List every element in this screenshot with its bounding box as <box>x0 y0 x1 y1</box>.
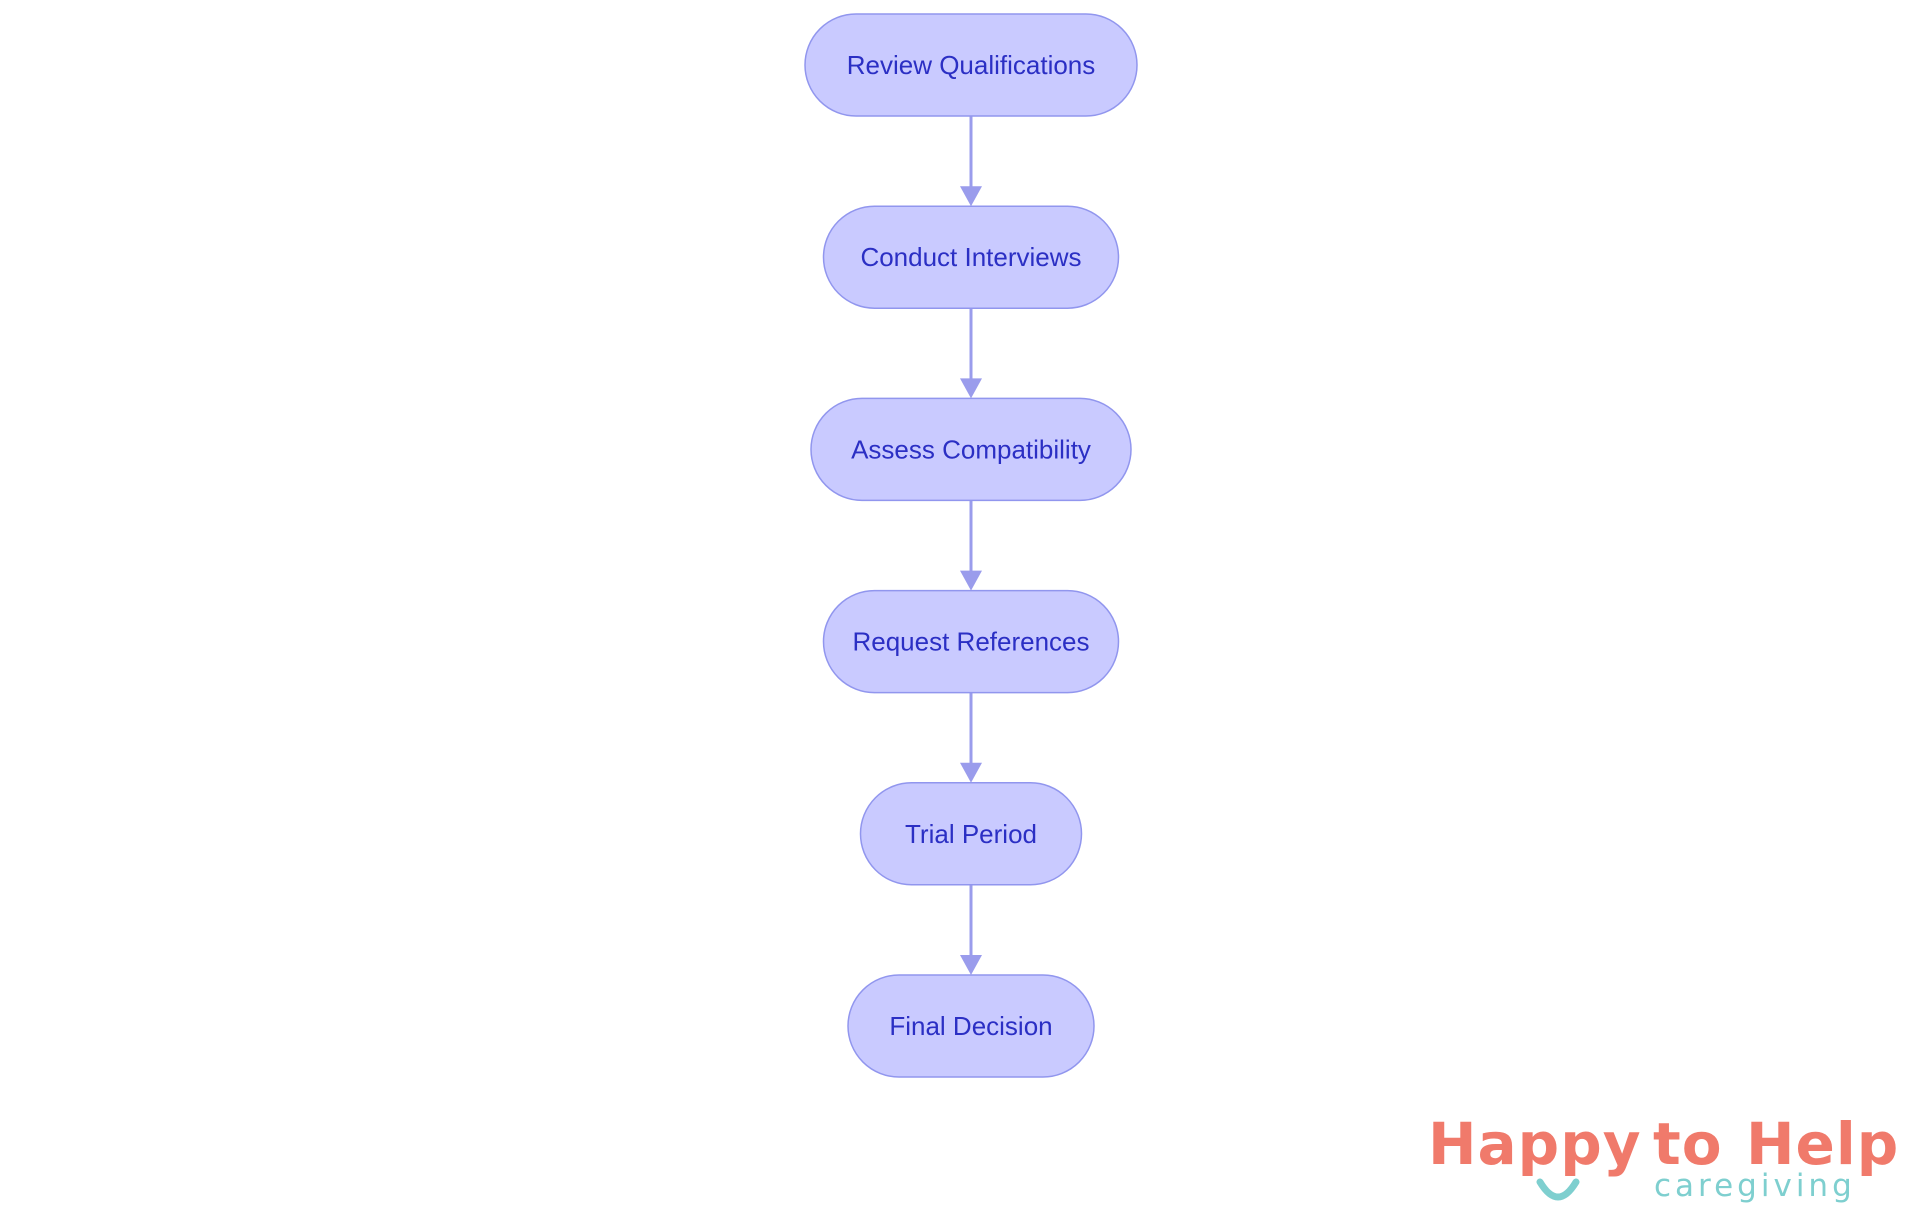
flow-edge-n4-n5 <box>960 692 982 783</box>
flow-node-n2: Conduct Interviews <box>822 205 1120 309</box>
flow-edge-arrowhead <box>960 378 982 399</box>
flow-node-box <box>822 205 1120 309</box>
smile-icon <box>1536 1178 1580 1201</box>
flow-edge-n5-n6 <box>960 884 982 975</box>
logo-subtitle: caregiving <box>1654 1168 1856 1204</box>
flow-edge-arrowhead <box>960 186 982 207</box>
flow-node-box <box>822 589 1120 694</box>
logo-word-to: to <box>1653 1110 1723 1178</box>
flow-node-box <box>847 974 1095 1078</box>
flow-node-label: Final Decision <box>889 1011 1052 1041</box>
flow-edge-n3-n4 <box>960 500 982 591</box>
flow-node-label: Conduct Interviews <box>860 242 1081 272</box>
flow-node-n6: Final Decision <box>847 974 1095 1078</box>
flow-edge-arrowhead <box>960 570 982 591</box>
flow-node-label: Assess Compatibility <box>851 434 1091 464</box>
flow-node-label: Review Qualifications <box>847 50 1096 80</box>
flow-node-label: Request References <box>852 627 1089 657</box>
logo-word-help: Help <box>1746 1110 1900 1178</box>
flow-node-n5: Trial Period <box>859 782 1083 886</box>
flow-node-box <box>804 13 1138 117</box>
flow-node-box <box>810 397 1132 502</box>
flow-node-n4: Request References <box>822 589 1120 694</box>
flow-edge-n2-n3 <box>960 308 982 399</box>
flow-node-n3: Assess Compatibility <box>810 397 1132 502</box>
logo-word-happy: Happy <box>1428 1110 1642 1178</box>
flow-node-box <box>859 782 1083 886</box>
flow-node-label: Trial Period <box>905 819 1037 849</box>
flow-node-n1: Review Qualifications <box>804 13 1138 117</box>
happy-to-help-logo: Happy to Help caregiving <box>1428 1110 1898 1207</box>
flow-edge-arrowhead <box>960 762 982 783</box>
flow-edge-n1-n2 <box>960 116 982 207</box>
flow-edge-arrowhead <box>960 955 982 975</box>
